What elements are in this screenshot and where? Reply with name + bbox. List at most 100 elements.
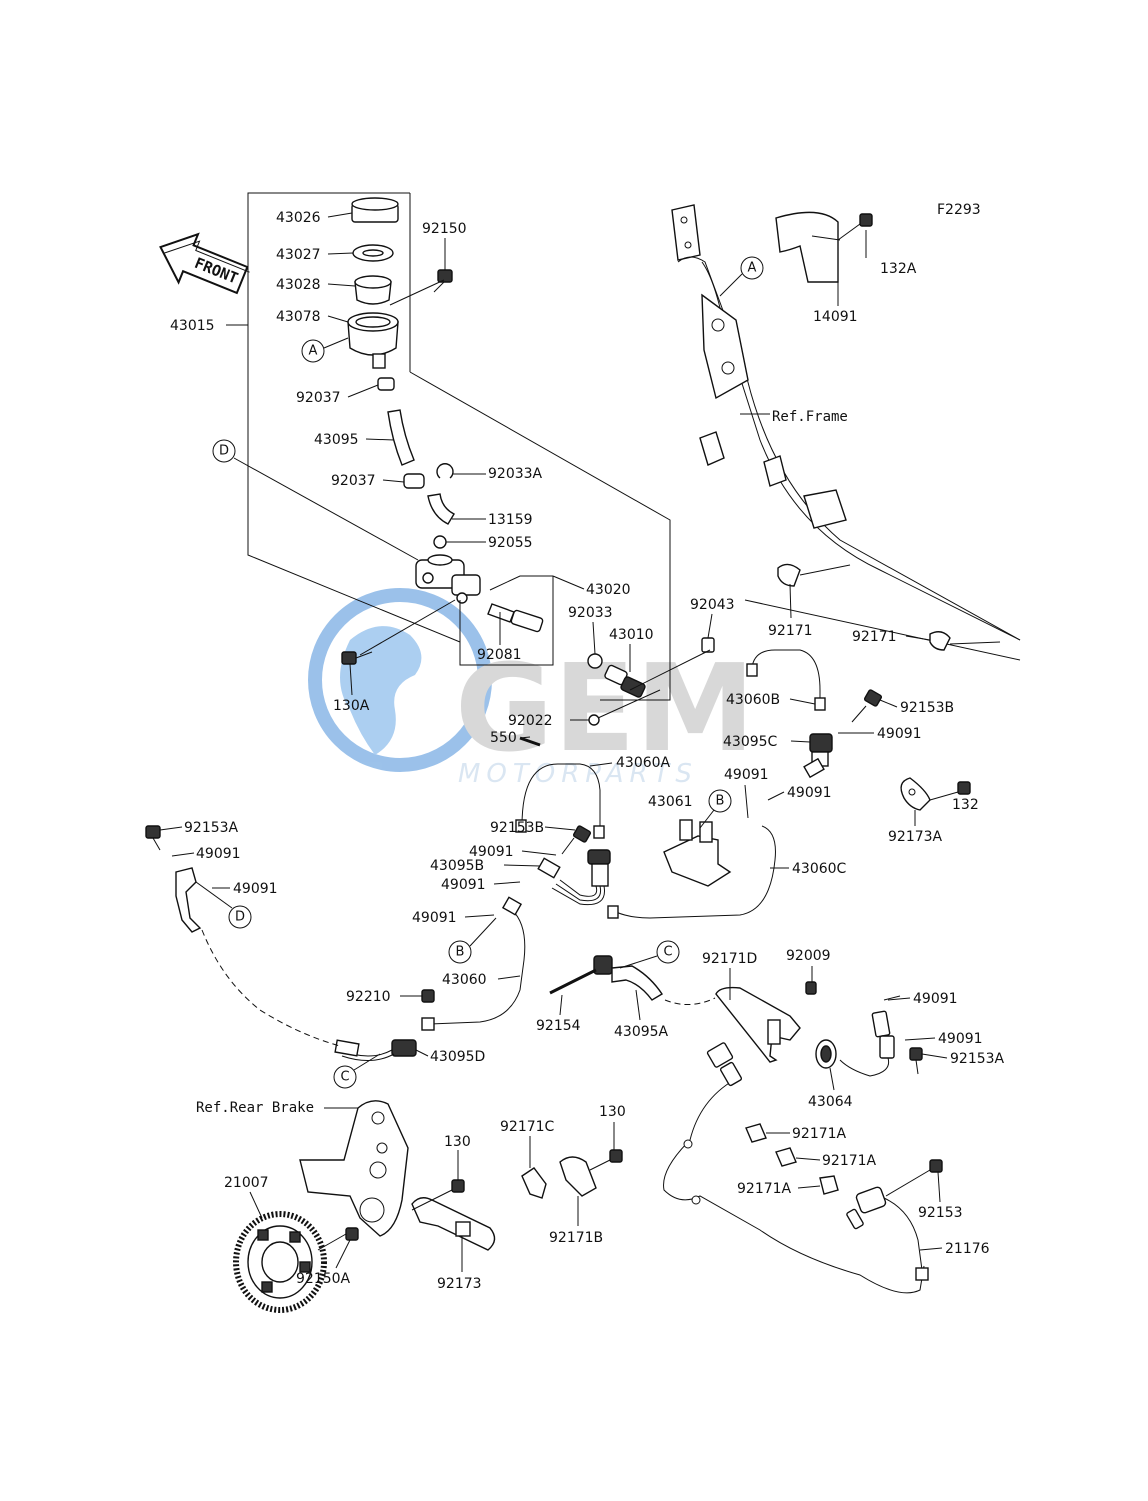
part-label: 43078 (276, 309, 321, 325)
watermark-globe (308, 588, 492, 772)
bolt-132A (837, 213, 873, 241)
part-label: 43095A (614, 1024, 669, 1040)
part-label: 92153 (918, 1205, 963, 1221)
bracket-14091 (775, 211, 841, 283)
push-rod-43010 (604, 664, 646, 698)
bolt-92009 (805, 981, 817, 995)
leader-lines (159, 212, 965, 1272)
bolt-92043 (701, 637, 715, 653)
master-cylinder-body (415, 554, 481, 604)
part-label: 92022 (508, 713, 553, 729)
clip-92171-a (777, 563, 801, 587)
part-label: 43061 (648, 794, 693, 810)
joint-43095D (334, 1039, 417, 1061)
o-ring-92033 (587, 653, 603, 669)
clip-92173 (411, 1197, 496, 1251)
bolt-92150 (433, 269, 453, 293)
bolt-92210 (421, 989, 435, 1003)
svg-text:A: A (748, 261, 757, 276)
bolt-130-right (609, 1149, 623, 1163)
svg-text:D: D (235, 910, 245, 925)
clip-92171C (521, 1167, 547, 1199)
part-label: 130 (599, 1104, 626, 1120)
part-label: 92081 (477, 647, 522, 663)
joint-43095A (593, 955, 663, 1001)
svg-text:C: C (340, 1070, 349, 1085)
svg-text:A: A (309, 344, 318, 359)
fitting-left (145, 825, 202, 933)
part-label: 43027 (276, 247, 321, 263)
part-label: 92171C (500, 1119, 555, 1135)
part-label: 92033 (568, 605, 613, 621)
callout-A-right: A (719, 256, 764, 297)
part-label: 49091 (233, 881, 278, 897)
bolt-132 (957, 781, 971, 795)
o-ring-92055 (433, 535, 447, 549)
part-label: 92153B (490, 820, 544, 836)
bolt-130-left (451, 1179, 465, 1193)
sensor-connector (683, 1042, 743, 1205)
part-label: 49091 (877, 726, 922, 742)
ref-frame-label: Ref.Frame (772, 409, 848, 425)
part-label: 550 (490, 730, 517, 746)
part-labels: 43026 43027 43028 43078 43015 92150 9203… (170, 210, 1005, 1292)
part-label: 43095B (430, 858, 484, 874)
hose-43060B (751, 649, 821, 700)
part-label: 43010 (609, 627, 654, 643)
reservoir-cap-43026 (351, 197, 399, 223)
hose-43095 (387, 409, 415, 466)
part-label: 92154 (536, 1018, 581, 1034)
clip-92171-b (929, 631, 951, 651)
part-label: 49091 (412, 910, 457, 926)
part-label: 49091 (787, 785, 832, 801)
sensor-cable-21176 (663, 1079, 925, 1294)
clip-92171A-3 (819, 1175, 839, 1195)
part-label: 92033A (488, 466, 543, 482)
part-label: 49091 (913, 991, 958, 1007)
part-label: 132 (952, 797, 979, 813)
part-label: 43095 (314, 432, 359, 448)
part-label: 14091 (813, 309, 858, 325)
assembly-bracket-43015 (226, 192, 671, 701)
part-label: 92037 (296, 390, 341, 406)
abs-rotor-21007 (233, 1211, 327, 1313)
elbow-13159 (427, 493, 455, 525)
hose-43060A (521, 763, 601, 827)
bolt-130A (341, 651, 373, 665)
callout-C-center: C (619, 940, 680, 969)
part-label: 43060C (792, 861, 847, 877)
joint-43095B (537, 849, 611, 906)
diaphragm-43028 (354, 275, 392, 305)
clip-92173A (900, 777, 931, 811)
part-label: 92055 (488, 535, 533, 551)
part-label: 21176 (945, 1241, 990, 1257)
part-label: 92037 (331, 473, 376, 489)
part-label: 92173A (888, 829, 943, 845)
callout-C-left: C (333, 1053, 381, 1089)
part-label: 92210 (346, 989, 391, 1005)
joint-43095C (803, 733, 833, 779)
part-label: 92171A (792, 1126, 847, 1142)
hose-43060 (429, 909, 526, 1025)
watermark-continents (340, 626, 422, 755)
front-arrow: FRONT (159, 232, 250, 295)
part-label: 43064 (808, 1094, 853, 1110)
part-label: 49091 (196, 846, 241, 862)
watermark: GEM MOTORPARTS (308, 588, 755, 789)
part-label: 92153B (900, 700, 954, 716)
rear-brake-bracket (299, 1100, 409, 1237)
part-label: 43060 (442, 972, 487, 988)
bolt-92153B-right (851, 689, 883, 723)
diaphragm-plate-inner (362, 249, 384, 257)
part-label: 92173 (437, 1276, 482, 1292)
dashed-hose-left (201, 929, 341, 1047)
part-label: 49091 (469, 844, 514, 860)
part-label: 130A (333, 698, 370, 714)
part-label: 92171D (702, 951, 757, 967)
bracket-92171D (715, 986, 801, 1063)
bolt-92153B-center (561, 825, 592, 855)
reservoir-43078 (347, 312, 399, 369)
part-label: 132A (880, 261, 917, 277)
washer-92022 (588, 714, 600, 726)
